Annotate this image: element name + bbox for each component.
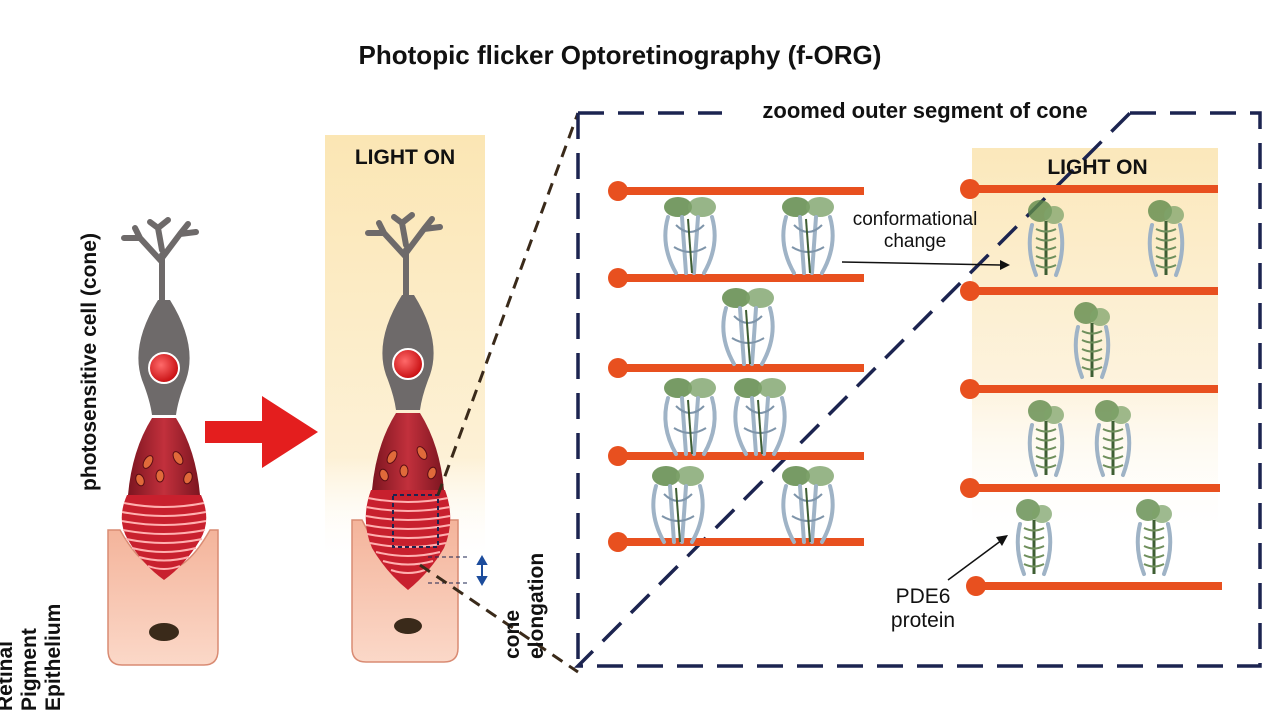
pde6-protein	[1027, 400, 1065, 477]
rpe-nucleus-left	[149, 623, 179, 641]
pde6-protein	[663, 197, 717, 275]
zoom-frame	[573, 111, 1262, 668]
light-on-label-left: LIGHT ON	[354, 146, 456, 169]
pde6-protein-label: PDE6 protein	[890, 585, 956, 632]
disc-membrane	[960, 281, 1218, 301]
zoom-connector-bottom	[419, 563, 579, 674]
nucleus-middle	[392, 348, 424, 380]
disc-membrane	[608, 446, 864, 466]
disc-stack-resting	[608, 181, 864, 552]
pde6-protein	[1015, 499, 1053, 576]
dendrites-middle	[365, 212, 443, 318]
pde6-protein	[663, 378, 717, 456]
page-title: Photopic flicker Optoretinography (f-ORG…	[358, 40, 882, 70]
disc-membrane	[966, 576, 1222, 596]
rpe-nucleus-middle	[394, 618, 422, 634]
elongation-arrow	[476, 554, 488, 587]
cone-resting	[107, 217, 219, 666]
pde6-protein	[1027, 200, 1065, 277]
photosensitive-cell-label: photosensitive cell (cone)	[78, 233, 101, 491]
disc-membrane	[608, 358, 864, 378]
disc-membrane	[608, 181, 864, 201]
nucleus-left	[148, 352, 180, 384]
zoom-connector-top	[436, 112, 580, 496]
conformational-change-arrow	[841, 260, 1010, 270]
cone-elongation-label: cone elongation	[501, 552, 548, 659]
cone-light-on	[351, 212, 488, 663]
disc-membrane	[608, 532, 864, 552]
transition-arrow	[205, 396, 318, 468]
pde6-protein	[1094, 400, 1132, 477]
conformational-change-label: conformational change	[852, 209, 978, 252]
disc-membrane	[960, 379, 1218, 399]
pde6-protein	[781, 466, 835, 544]
rpe-label: Retinal Pigment Epithelium	[0, 603, 65, 711]
inner-segment-left	[128, 418, 200, 495]
pde6-protein	[721, 288, 775, 366]
outer-segment-middle	[365, 490, 451, 590]
disc-membrane	[960, 179, 1218, 199]
pde6-protein	[781, 197, 835, 275]
zoom-panel-title: zoomed outer segment of cone	[762, 98, 1088, 123]
light-on-label-right: LIGHT ON	[1047, 156, 1148, 179]
dendrites-left	[121, 217, 199, 323]
pde6-protein	[1147, 200, 1185, 277]
pde6-protein	[651, 466, 705, 544]
disc-stack-light-on	[960, 179, 1222, 596]
inner-segment-middle	[372, 413, 444, 490]
pde6-pointer-arrow	[947, 535, 1008, 581]
zoom-region-box	[392, 494, 439, 548]
pde6-proteins	[651, 197, 1185, 576]
pde6-protein	[733, 378, 787, 456]
disc-membrane	[960, 478, 1220, 498]
pde6-protein	[1135, 499, 1173, 576]
pde6-protein	[1073, 302, 1111, 379]
disc-membrane	[608, 268, 864, 288]
